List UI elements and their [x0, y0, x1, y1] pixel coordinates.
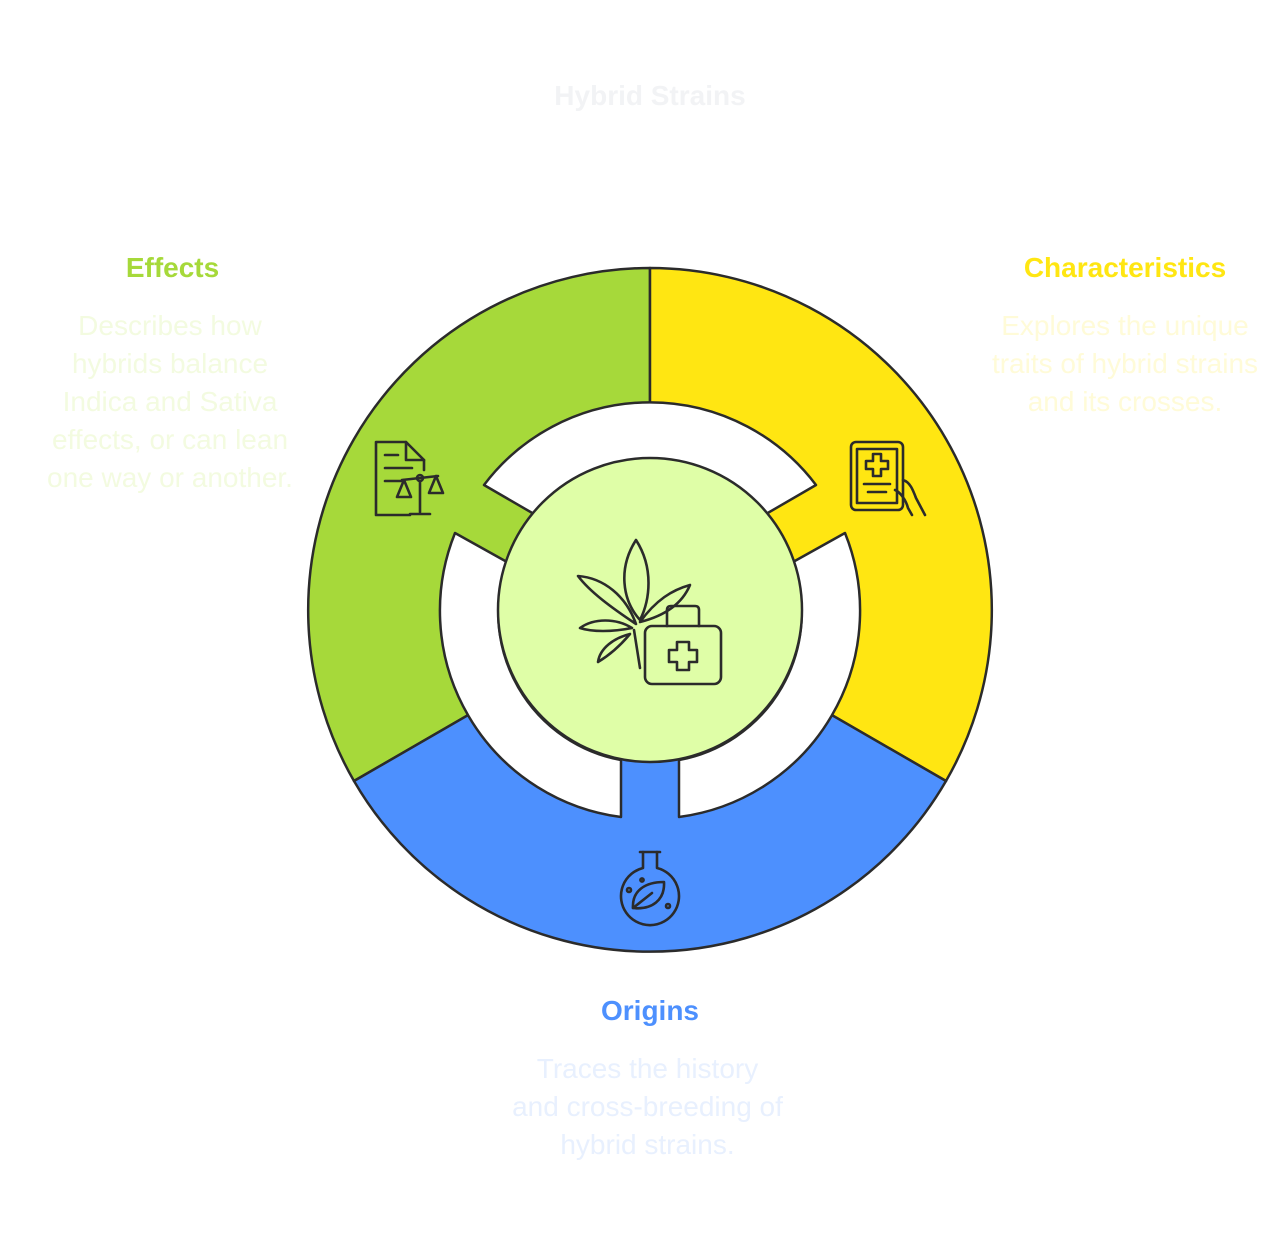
cannabis-leaf-medkit-icon	[576, 538, 723, 686]
diagram-title: Hybrid Strains	[554, 80, 746, 111]
origins-segment	[352, 608, 948, 953]
origins-description: Traces the history and cross-breeding of…	[512, 1053, 783, 1160]
characteristics-title: Characteristics	[1023, 252, 1227, 283]
flask-leaf-icon	[619, 850, 681, 927]
characteristics-description: Explores the unique traits of hybrid str…	[991, 310, 1259, 417]
medical-tablet-icon	[849, 440, 927, 517]
origins-title: Origins	[600, 995, 699, 1026]
effects-title: Effects	[125, 252, 220, 283]
effects-description: Describes how hybrids balance Indica and…	[47, 310, 293, 493]
balance-scale-document-icon	[374, 440, 445, 517]
